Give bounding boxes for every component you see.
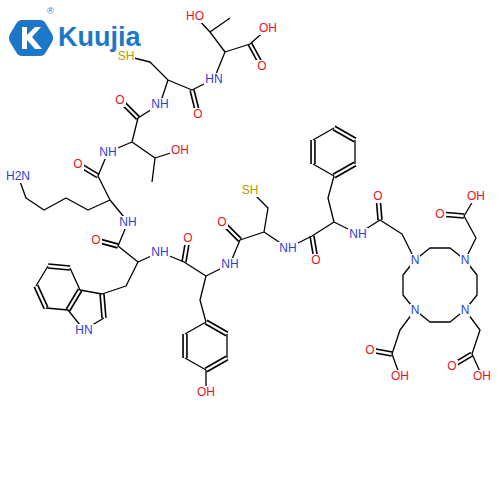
brand-name: Kuujia xyxy=(58,22,141,53)
atom-label: NH xyxy=(150,246,169,259)
atom-label: OH xyxy=(258,22,278,35)
atom-label: O xyxy=(72,158,83,171)
atom-label: OH xyxy=(170,144,190,157)
atom-label: NH xyxy=(348,228,367,241)
atom-label: OH xyxy=(196,386,216,399)
atom-label: HN xyxy=(74,324,93,337)
atom-label: O xyxy=(364,344,375,357)
atom-label: OH xyxy=(466,190,486,203)
atom-label: O xyxy=(182,232,193,245)
atom-label: NH xyxy=(278,242,297,255)
atom-label: O xyxy=(372,190,383,203)
atom-label: NH xyxy=(118,216,137,229)
atom-label: N xyxy=(460,304,471,317)
logo-icon xyxy=(9,20,53,56)
atom-label: NH xyxy=(98,146,117,159)
atom-label: O xyxy=(90,234,101,247)
atom-label: O xyxy=(216,216,227,229)
atom-label: N xyxy=(410,254,421,267)
atom-label: O xyxy=(434,208,445,221)
atom-label: N xyxy=(460,254,471,267)
atom-label: SH xyxy=(241,184,260,197)
atom-label: HO xyxy=(185,10,205,23)
atom-label: O xyxy=(446,360,457,373)
atom-label: H2N xyxy=(5,170,31,183)
atom-label: HN xyxy=(204,73,223,86)
registered-mark: ® xyxy=(47,6,54,16)
atom-label: NH xyxy=(150,98,169,111)
atom-label: OH xyxy=(472,370,492,383)
atom-label: NH xyxy=(220,258,239,271)
atom-label: O xyxy=(192,108,203,121)
atom-label: O xyxy=(114,94,125,107)
atom-label: SH xyxy=(117,50,136,63)
atom-label: N xyxy=(410,304,421,317)
atom-label: O xyxy=(256,60,267,73)
atom-label: O xyxy=(310,254,321,267)
single-bonds xyxy=(18,16,482,392)
atom-label: OH xyxy=(390,370,410,383)
